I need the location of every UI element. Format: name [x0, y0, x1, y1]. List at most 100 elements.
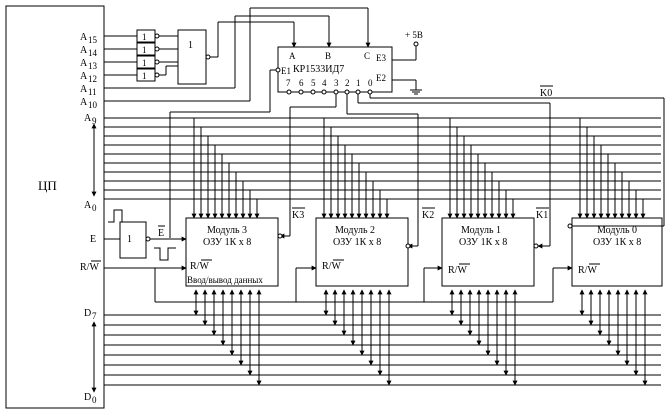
inverter-a15: 1	[136, 29, 160, 43]
svg-text:A: A	[289, 51, 296, 61]
svg-text:0: 0	[92, 395, 97, 405]
inverter-a12: 1	[136, 68, 160, 82]
svg-text:E3: E3	[376, 53, 386, 63]
svg-text:13: 13	[88, 61, 98, 71]
svg-text:R/W: R/W	[190, 261, 209, 272]
svg-text:КР1533ИД7: КР1533ИД7	[293, 64, 344, 75]
svg-text:A: A	[80, 97, 88, 108]
svg-text:2: 2	[345, 78, 350, 88]
svg-text:0: 0	[368, 78, 373, 88]
svg-text:E: E	[158, 228, 164, 239]
svg-text:K2: K2	[422, 210, 434, 221]
address-taps-module-0	[577, 118, 646, 219]
svg-text:ОЗУ 1К х 8: ОЗУ 1К х 8	[593, 237, 641, 248]
svg-text:E1: E1	[281, 66, 291, 76]
svg-text:Ввод/вывод данных: Ввод/вывод данных	[187, 275, 263, 285]
e-inverter: 1	[119, 221, 151, 259]
svg-text:A: A	[80, 58, 88, 69]
svg-text:D: D	[84, 308, 91, 319]
svg-text:B: B	[325, 51, 331, 61]
svg-text:Модуль 2: Модуль 2	[335, 225, 375, 236]
svg-text:D: D	[84, 392, 91, 403]
svg-text:A: A	[80, 45, 88, 56]
svg-text:7: 7	[92, 311, 97, 321]
svg-text:A: A	[84, 200, 92, 211]
select-line-k3	[279, 94, 337, 239]
address-taps-module-1	[447, 118, 516, 219]
module-0-block: Модуль 0 ОЗУ 1К х 8 R/W	[571, 217, 663, 287]
svg-text:ОЗУ 1К х 8: ОЗУ 1К х 8	[203, 237, 251, 248]
ground-icon	[392, 79, 422, 95]
e-pin-label: E	[90, 234, 96, 245]
data-taps-module-3	[193, 289, 262, 386]
inverter-to-or-wires	[159, 35, 178, 76]
svg-text:10: 10	[88, 100, 98, 110]
svg-text:Модуль 3: Модуль 3	[207, 225, 247, 236]
module-3-select-bubble	[277, 233, 283, 239]
module-1-block: Модуль 1 ОЗУ 1К х 8 R/W	[441, 217, 535, 287]
a10-wire	[104, 7, 371, 102]
decoder-power: + 5В	[392, 30, 423, 61]
svg-text:R/W: R/W	[322, 261, 341, 272]
decoder-chip: A B C E1 КР1533ИД7 E3 E2 7 6 5 4 3 2 1 0	[275, 46, 393, 95]
address-taps-module-2	[321, 118, 390, 219]
svg-text:C: C	[364, 51, 370, 61]
e-to-decoder-wire	[169, 69, 276, 238]
svg-text:A: A	[80, 32, 88, 43]
inverter-a14: 1	[136, 42, 160, 56]
svg-text:Модуль 1: Модуль 1	[461, 225, 501, 236]
module-2-block: Модуль 2 ОЗУ 1К х 8 R/W	[315, 217, 409, 287]
data-taps-module-0	[579, 289, 648, 386]
svg-text:ОЗУ 1К х 8: ОЗУ 1К х 8	[333, 237, 381, 248]
svg-text:1: 1	[127, 234, 132, 245]
high-address-wires	[104, 35, 137, 76]
svg-text:A: A	[84, 113, 92, 124]
svg-text:ОЗУ 1К х 8: ОЗУ 1К х 8	[459, 237, 507, 248]
module-1-select-bubble	[533, 243, 539, 249]
or-gate: 1	[177, 29, 211, 85]
svg-text:14: 14	[88, 48, 98, 58]
svg-text:1: 1	[142, 45, 147, 55]
svg-text:5: 5	[311, 78, 316, 88]
svg-text:R/W: R/W	[578, 265, 597, 276]
svg-text:1: 1	[142, 71, 147, 81]
svg-text:A: A	[80, 84, 88, 95]
data-taps-module-1	[449, 289, 518, 386]
svg-text:A: A	[80, 71, 88, 82]
cpu-block	[5, 5, 105, 409]
svg-text:12: 12	[88, 74, 97, 84]
decoder-output-labels: 7 6 5 4 3 2 1 0	[286, 78, 373, 88]
select-line-k0	[369, 94, 665, 226]
svg-text:0: 0	[92, 203, 97, 213]
svg-text:K3: K3	[292, 210, 304, 221]
svg-text:R/W: R/W	[448, 265, 467, 276]
svg-text:9: 9	[92, 116, 97, 126]
svg-text:3: 3	[334, 78, 339, 88]
svg-text:4: 4	[322, 78, 327, 88]
select-labels: K3 K2 K1 K0	[292, 85, 553, 221]
cpu-label: ЦП	[38, 178, 57, 193]
svg-text:1: 1	[356, 78, 361, 88]
e-inverted-pulse-icon	[154, 247, 176, 261]
e-bar-label: E	[158, 225, 165, 239]
svg-text:7: 7	[286, 78, 291, 88]
svg-text:11: 11	[88, 87, 97, 97]
svg-text:+ 5В: + 5В	[405, 30, 423, 40]
data-taps-module-2	[323, 289, 392, 386]
rw-pin-label: R/W	[80, 262, 99, 273]
e-pulse-icon	[108, 209, 128, 223]
module-3-block: Модуль 3 ОЗУ 1К х 8 R/W Ввод/вывод данны…	[185, 217, 279, 287]
module-2-select-bubble	[405, 243, 411, 249]
inverter-a13: 1	[136, 55, 160, 69]
svg-text:15: 15	[88, 35, 98, 45]
